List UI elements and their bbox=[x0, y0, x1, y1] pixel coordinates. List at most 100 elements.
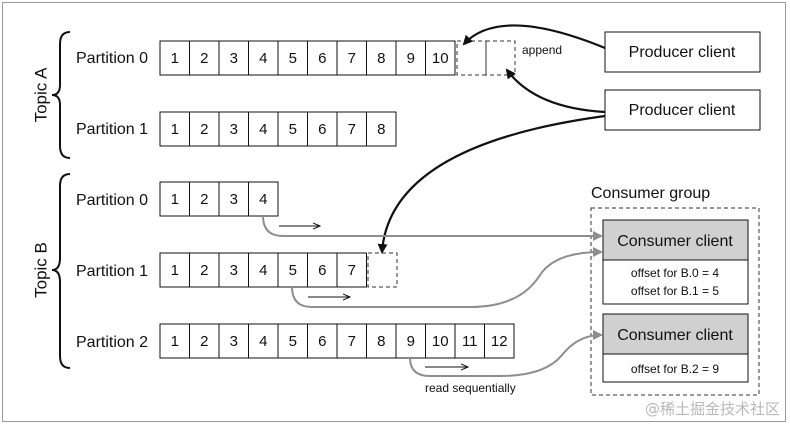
partition-cell-offset: 11 bbox=[462, 333, 478, 350]
read-arrow-b2 bbox=[409, 330, 603, 377]
offset-b2: offset for B.2 = 9 bbox=[631, 362, 719, 376]
consumer-client-1-label: Consumer client bbox=[617, 233, 733, 250]
partition-label-a1: Partition 1 bbox=[76, 121, 148, 138]
append-label: append bbox=[522, 43, 562, 57]
partition-a1-cells: 1 2 3 4 5 6 7 8 bbox=[159, 111, 397, 147]
topic-b-bracket bbox=[51, 173, 71, 369]
partition-label-b1: Partition 1 bbox=[76, 263, 148, 280]
partition-cell bbox=[218, 323, 249, 359]
consumer-client-2-offsets-box bbox=[602, 353, 749, 383]
partition-cell-offset: 3 bbox=[230, 121, 238, 138]
partition-cell-offset: 5 bbox=[289, 50, 297, 67]
diagram-frame bbox=[2, 2, 786, 422]
producer-2-arrow-b1 bbox=[377, 114, 606, 254]
partition-cell-offset: 8 bbox=[377, 121, 385, 138]
pending-cell-a0-2 bbox=[485, 40, 516, 76]
partition-cell bbox=[189, 111, 220, 147]
partition-cell-offset: 1 bbox=[171, 121, 179, 138]
partition-cell-offset: 2 bbox=[200, 191, 208, 208]
partition-cell-offset: 6 bbox=[318, 262, 326, 279]
partition-cell-offset: 4 bbox=[259, 191, 267, 208]
partition-cell bbox=[307, 252, 338, 288]
partition-cell bbox=[336, 252, 367, 288]
partition-cell-offset: 4 bbox=[259, 333, 267, 350]
partition-cell bbox=[159, 111, 190, 147]
partition-cell-offset: 6 bbox=[318, 121, 326, 138]
partition-cell-offset: 3 bbox=[230, 333, 238, 350]
partition-cell-offset: 7 bbox=[348, 121, 356, 138]
partition-cell-offset: 5 bbox=[289, 262, 297, 279]
partition-cell bbox=[395, 40, 426, 76]
pending-cell-b1 bbox=[367, 252, 398, 288]
partition-cell-offset: 1 bbox=[171, 50, 179, 67]
partition-cell-offset: 7 bbox=[348, 262, 356, 279]
producer-client-1-box bbox=[604, 31, 761, 73]
partition-cell bbox=[189, 40, 220, 76]
topic-a-bracket bbox=[51, 31, 71, 159]
partition-cell-offset: 3 bbox=[230, 262, 238, 279]
partition-cell bbox=[454, 323, 485, 359]
producer-2-arrow-append bbox=[505, 68, 606, 114]
topic-a-label: Topic A bbox=[31, 67, 50, 122]
partition-cell bbox=[366, 111, 397, 147]
partition-cell bbox=[218, 111, 249, 147]
partition-cell-offset: 9 bbox=[407, 50, 415, 67]
partition-cell bbox=[248, 181, 279, 217]
partition-cell-offset: 1 bbox=[171, 333, 179, 350]
partition-cell bbox=[248, 252, 279, 288]
partition-cell-offset: 12 bbox=[491, 333, 508, 350]
partition-cell bbox=[159, 323, 190, 359]
partition-cell bbox=[277, 252, 308, 288]
partition-cell bbox=[159, 40, 190, 76]
partition-cell bbox=[218, 181, 249, 217]
watermark: @稀土掘金技术社区 bbox=[645, 400, 780, 418]
partition-cell bbox=[307, 40, 338, 76]
partition-cell bbox=[484, 323, 515, 359]
partition-cell bbox=[189, 181, 220, 217]
read-sequentially-label: read sequentially bbox=[425, 381, 516, 395]
read-arrow-b1 bbox=[291, 247, 603, 308]
partition-cell-offset: 1 bbox=[171, 191, 179, 208]
partition-cell-offset: 2 bbox=[200, 50, 208, 67]
partition-cell bbox=[307, 111, 338, 147]
consumer-client-2-label: Consumer client bbox=[617, 327, 733, 344]
pending-cell-a0-1 bbox=[456, 40, 487, 76]
producer-client-2-label: Producer client bbox=[629, 102, 736, 119]
partition-cell-offset: 10 bbox=[432, 50, 449, 67]
consumer-group-title: Consumer group bbox=[591, 185, 710, 202]
producer-1-arrow bbox=[462, 24, 606, 50]
read-arrow-b0 bbox=[262, 215, 603, 241]
partition-cell-offset: 8 bbox=[377, 333, 385, 350]
partition-cell bbox=[189, 323, 220, 359]
partition-cell-offset: 1 bbox=[171, 262, 179, 279]
partition-cell-offset: 4 bbox=[259, 121, 267, 138]
partition-cell-offset: 6 bbox=[318, 333, 326, 350]
partition-cell bbox=[159, 181, 190, 217]
partition-cell-offset: 7 bbox=[348, 333, 356, 350]
partition-label-b0: Partition 0 bbox=[76, 192, 148, 209]
partition-cell-offset: 2 bbox=[200, 262, 208, 279]
partition-cell-offset: 9 bbox=[407, 333, 415, 350]
partition-cell bbox=[336, 111, 367, 147]
consumer-client-1-box bbox=[602, 219, 749, 261]
partition-cell-offset: 2 bbox=[200, 333, 208, 350]
offset-b0: offset for B.0 = 4 bbox=[631, 266, 719, 280]
producer-client-2-box bbox=[604, 89, 761, 131]
partition-cell-offset: 4 bbox=[259, 50, 267, 67]
partition-cell bbox=[307, 323, 338, 359]
partition-cell-offset: 5 bbox=[289, 333, 297, 350]
partition-cell bbox=[336, 40, 367, 76]
partition-cell-offset: 3 bbox=[230, 50, 238, 67]
consumer-group-box bbox=[590, 207, 760, 396]
topic-b-label: Topic B bbox=[31, 242, 50, 298]
partition-cell-offset: 2 bbox=[200, 121, 208, 138]
partition-cell-offset: 7 bbox=[348, 50, 356, 67]
partition-cell-offset: 5 bbox=[289, 121, 297, 138]
partition-cell-offset: 8 bbox=[377, 50, 385, 67]
consumer-client-1-offsets-box bbox=[602, 259, 749, 305]
partition-cell bbox=[425, 40, 456, 76]
